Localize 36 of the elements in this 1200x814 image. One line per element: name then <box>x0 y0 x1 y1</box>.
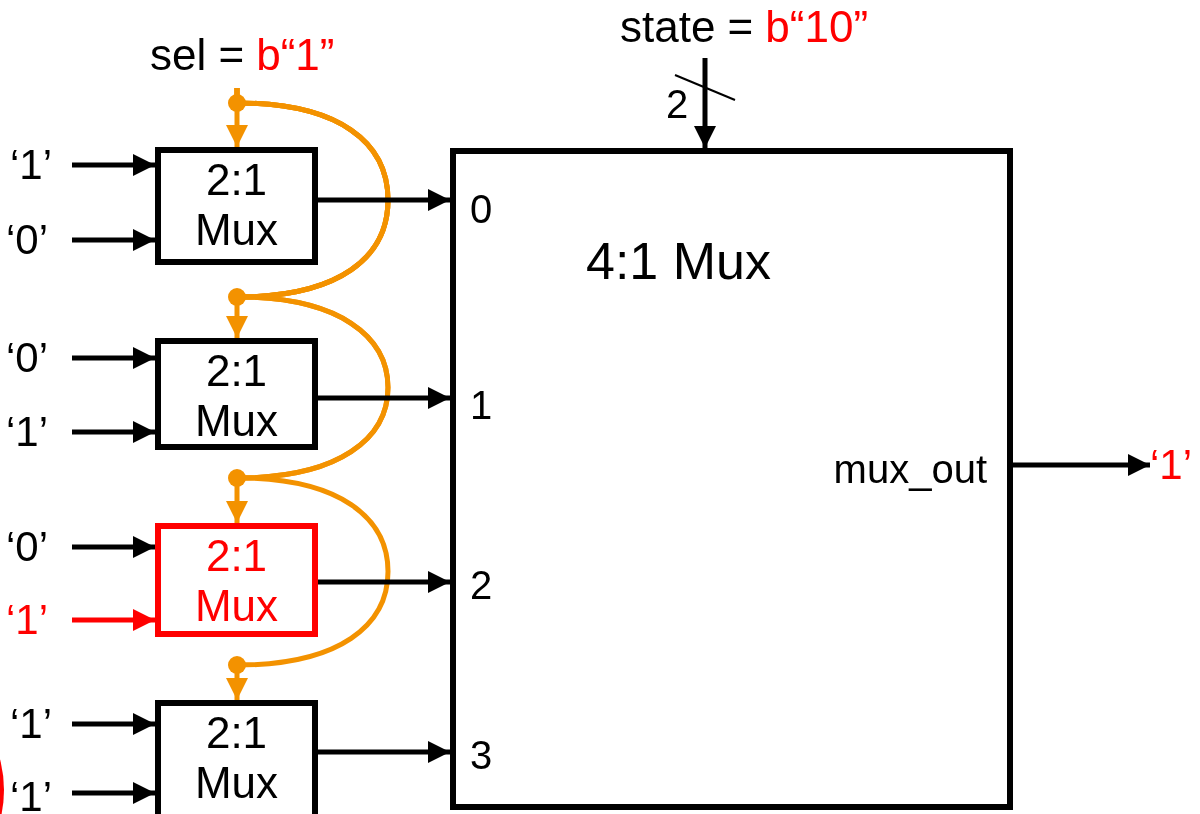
input-value: ‘0’ <box>6 215 72 265</box>
arrow <box>72 347 155 369</box>
port-label: 2 <box>470 562 493 608</box>
input-value: ‘0’ <box>6 522 72 572</box>
arrow <box>72 713 155 735</box>
arrow <box>72 421 155 443</box>
input-value: ‘1’ <box>10 140 72 190</box>
arrow <box>72 229 155 251</box>
signal-value: b“10” <box>765 2 869 51</box>
mux-block: 2:1 Mux <box>155 700 318 814</box>
arrow <box>72 536 155 558</box>
mux-title: 4:1 Mux <box>586 232 771 290</box>
mux-block: 2:1 Mux <box>155 147 318 265</box>
signal-label: sel = <box>150 30 245 79</box>
arrow <box>72 154 155 176</box>
port-label: 3 <box>470 732 493 778</box>
arrow <box>72 782 155 804</box>
mux-block: 2:1 Mux <box>155 523 318 637</box>
signal-label: state = <box>620 2 754 51</box>
input-value: ‘1’ <box>6 407 72 457</box>
edge-label: 2 <box>666 82 689 126</box>
arrow <box>1013 454 1150 476</box>
input-value: ‘1’ <box>10 699 72 749</box>
arrow <box>72 609 155 631</box>
signal-label: mux_out <box>833 446 987 492</box>
arrow <box>226 88 391 700</box>
input-value: ‘1’ <box>6 595 72 645</box>
signal-value: b“1” <box>256 30 335 79</box>
port-label: 0 <box>470 186 493 232</box>
input-value: ‘1’ <box>10 772 72 814</box>
mux-block: 2:1 Mux <box>155 338 318 450</box>
input-value: ‘1’ <box>1150 440 1200 490</box>
port-label: 1 <box>470 382 493 428</box>
input-value: ‘0’ <box>6 333 72 383</box>
arrow <box>694 58 716 148</box>
mux-block <box>450 148 1013 810</box>
